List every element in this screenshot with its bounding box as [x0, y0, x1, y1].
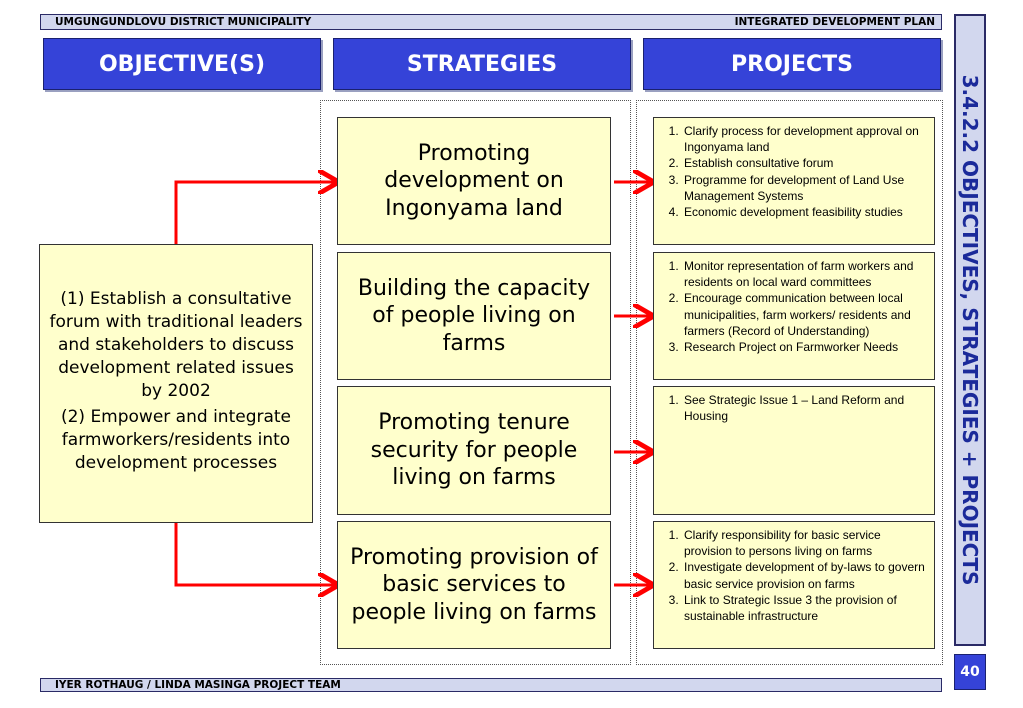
project-item: Monitor representation of farm workers a… — [682, 258, 928, 290]
project-item: See Strategic Issue 1 – Land Reform and … — [682, 392, 928, 424]
strategy-box-3: Promoting tenure security for people liv… — [337, 386, 611, 515]
project-item: Research Project on Farmworker Needs — [682, 339, 928, 355]
section-title: 3.4.2.2 OBJECTIVES, STRATEGIES + PROJECT… — [958, 74, 982, 586]
municipality-name: UMGUNGUNDLOVU DISTRICT MUNICIPALITY — [55, 16, 312, 28]
project-item: Economic development feasibility studies — [682, 204, 928, 220]
project-item: Investigate development of by-laws to go… — [682, 559, 928, 591]
projects-box-2: Monitor representation of farm workers a… — [653, 252, 935, 380]
project-item: Clarify process for development approval… — [682, 123, 928, 155]
project-item: Establish consultative forum — [682, 155, 928, 171]
projects-box-4: Clarify responsibility for basic service… — [653, 521, 935, 649]
strategies-heading: STRATEGIES — [333, 38, 631, 90]
objective-1: (1) Establish a consultative forum with … — [49, 288, 303, 401]
project-item: Link to Strategic Issue 3 the provision … — [682, 592, 928, 624]
projects-box-3: See Strategic Issue 1 – Land Reform and … — [653, 386, 935, 515]
objective-box: (1) Establish a consultative forum with … — [39, 244, 313, 523]
section-title-sidebar: 3.4.2.2 OBJECTIVES, STRATEGIES + PROJECT… — [954, 14, 986, 646]
project-item: Clarify responsibility for basic service… — [682, 527, 928, 559]
top-header-bar: UMGUNGUNDLOVU DISTRICT MUNICIPALITY INTE… — [40, 14, 942, 30]
strategy-box-2: Building the capacity of people living o… — [337, 252, 611, 380]
footer-text: IYER ROTHAUG / LINDA MASINGA PROJECT TEA… — [55, 679, 341, 691]
strategies-container — [320, 100, 631, 665]
objective-to-strategy4-arrow — [174, 522, 336, 585]
objective-2: (2) Empower and integrate farmworkers/re… — [60, 407, 292, 474]
objective-to-strategy1-arrow — [174, 182, 336, 244]
projects-heading: PROJECTS — [643, 38, 941, 90]
project-item: Encourage communication between local mu… — [682, 290, 928, 339]
strategy-box-4: Promoting provision of basic services to… — [337, 521, 611, 649]
page-number: 40 — [954, 654, 986, 690]
plan-name: INTEGRATED DEVELOPMENT PLAN — [734, 16, 935, 28]
projects-box-1: Clarify process for development approval… — [653, 117, 935, 245]
footer-bar: IYER ROTHAUG / LINDA MASINGA PROJECT TEA… — [40, 678, 942, 692]
objectives-heading: OBJECTIVE(S) — [43, 38, 321, 90]
projects-container — [636, 100, 943, 665]
project-item: Programme for development of Land Use Ma… — [682, 172, 928, 204]
strategy-box-1: Promoting development on Ingonyama land — [337, 117, 611, 245]
